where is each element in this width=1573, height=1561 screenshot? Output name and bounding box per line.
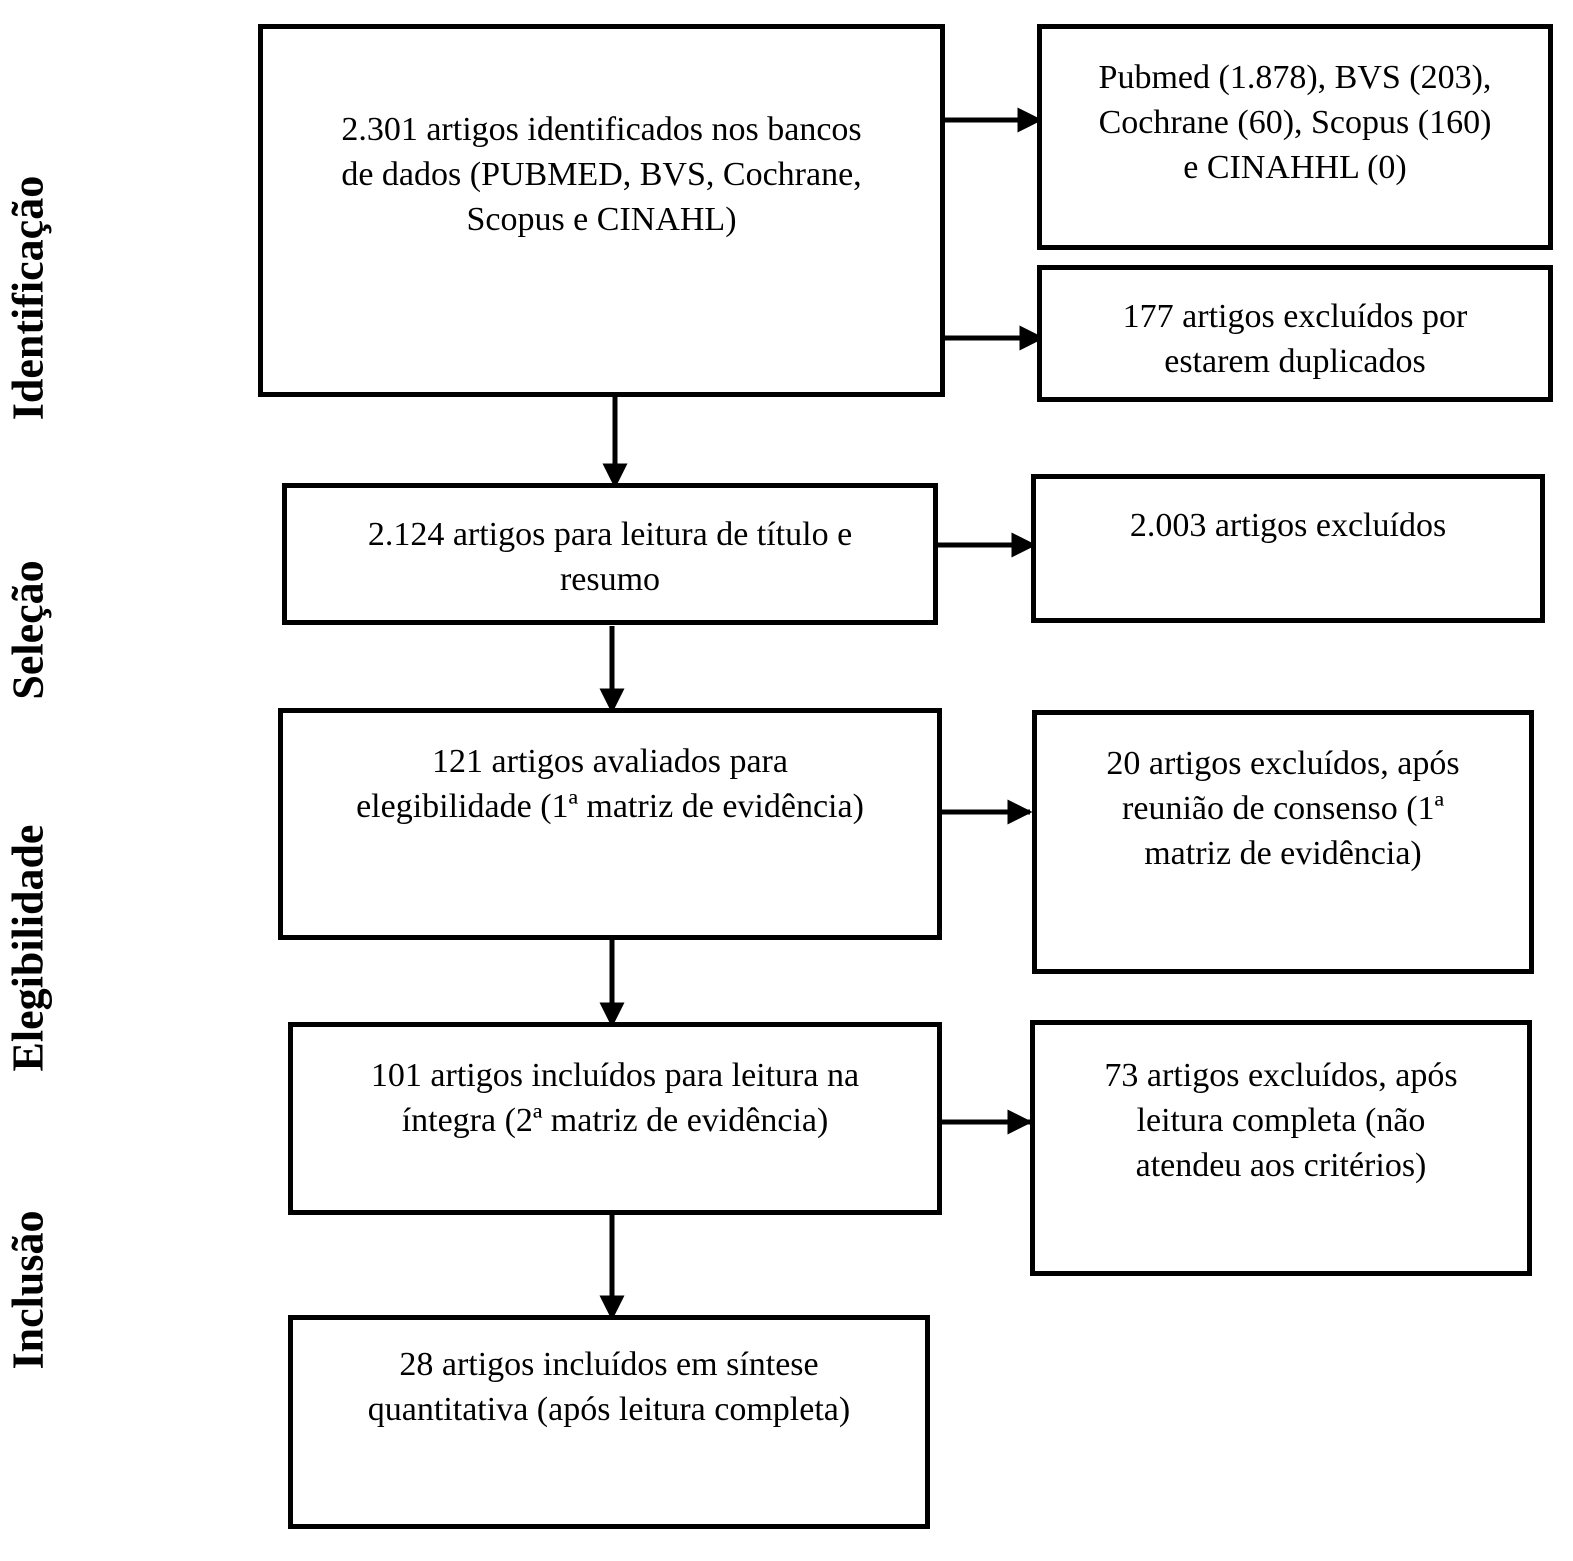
box-duplicates: 177 artigos excluídos por estarem duplic… xyxy=(1037,265,1553,402)
box-identified-text: 2.301 artigos identificados nos bancos d… xyxy=(341,111,862,238)
box-included: 28 artigos incluídos em síntese quantita… xyxy=(288,1315,930,1529)
box-fulltext-text: 101 artigos incluídos para leitura na ín… xyxy=(370,1057,860,1139)
box-identified: 2.301 artigos identificados nos bancos d… xyxy=(258,24,945,397)
box-eligibility: 121 artigos avaliados para elegibilidade… xyxy=(278,708,942,940)
box-eligibility-excluded: 20 artigos excluídos, após reunião de co… xyxy=(1032,710,1534,974)
box-fulltext: 101 artigos incluídos para leitura na ín… xyxy=(288,1022,942,1215)
box-databases: Pubmed (1.878), BVS (203), Cochrane (60)… xyxy=(1037,24,1553,250)
box-eligibility-text: 121 artigos avaliados para elegibilidade… xyxy=(356,743,864,825)
box-fulltext-excluded: 73 artigos excluídos, após leitura compl… xyxy=(1030,1020,1532,1276)
box-databases-text: Pubmed (1.878), BVS (203), Cochrane (60)… xyxy=(1098,59,1492,186)
box-screening-text: 2.124 artigos para leitura de título e r… xyxy=(367,516,853,598)
box-screening: 2.124 artigos para leitura de título e r… xyxy=(282,483,938,625)
box-eligibility-excluded-text: 20 artigos excluídos, após reunião de co… xyxy=(1106,745,1460,872)
box-screening-excluded: 2.003 artigos excluídos xyxy=(1031,474,1545,623)
box-included-text: 28 artigos incluídos em síntese quantita… xyxy=(367,1346,851,1428)
box-screening-excluded-text: 2.003 artigos excluídos xyxy=(1129,507,1447,544)
box-fulltext-excluded-text: 73 artigos excluídos, após leitura compl… xyxy=(1104,1057,1458,1184)
box-duplicates-text: 177 artigos excluídos por estarem duplic… xyxy=(1122,298,1468,380)
